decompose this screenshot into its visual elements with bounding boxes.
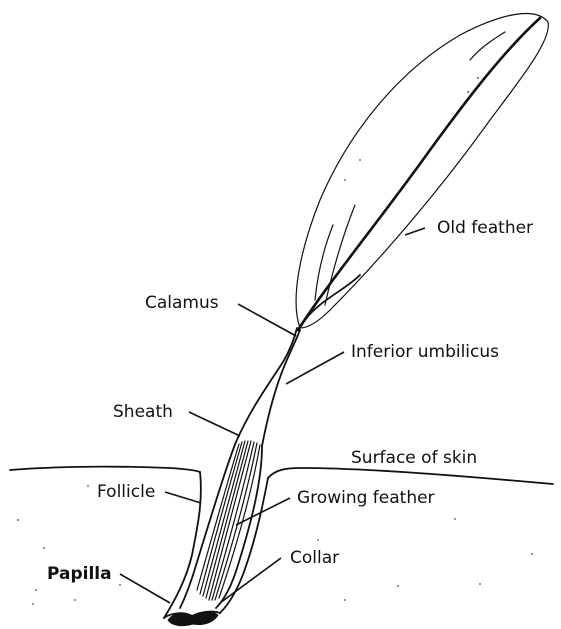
- label-old-feather: Old feather: [437, 218, 533, 238]
- old-feather: [296, 14, 548, 330]
- skin-surface-line: [10, 467, 200, 472]
- follicle-leader: [165, 492, 201, 503]
- label-surface-of-skin: Surface of skin: [351, 448, 477, 468]
- papilla-leader: [120, 574, 170, 603]
- calamus-leader: [238, 304, 296, 336]
- inferior-umbilicus-leader: [286, 352, 344, 384]
- label-papilla: Papilla: [47, 564, 112, 584]
- label-inferior-umbilicus: Inferior umbilicus: [351, 342, 499, 362]
- sheath-leader: [189, 412, 240, 436]
- label-follicle: Follicle: [97, 482, 155, 502]
- label-calamus: Calamus: [145, 293, 219, 313]
- growing-feather: [180, 441, 262, 608]
- skin-texture-dots: [17, 485, 533, 605]
- label-collar: Collar: [290, 548, 339, 568]
- papilla-base: [164, 612, 220, 626]
- label-sheath: Sheath: [113, 402, 173, 422]
- old-feather-leader: [405, 228, 425, 235]
- skin-surface-line-right: [268, 468, 553, 484]
- collar-leader: [220, 558, 281, 603]
- calamus-shaft: [236, 328, 300, 446]
- label-growing-feather: Growing feather: [297, 488, 435, 508]
